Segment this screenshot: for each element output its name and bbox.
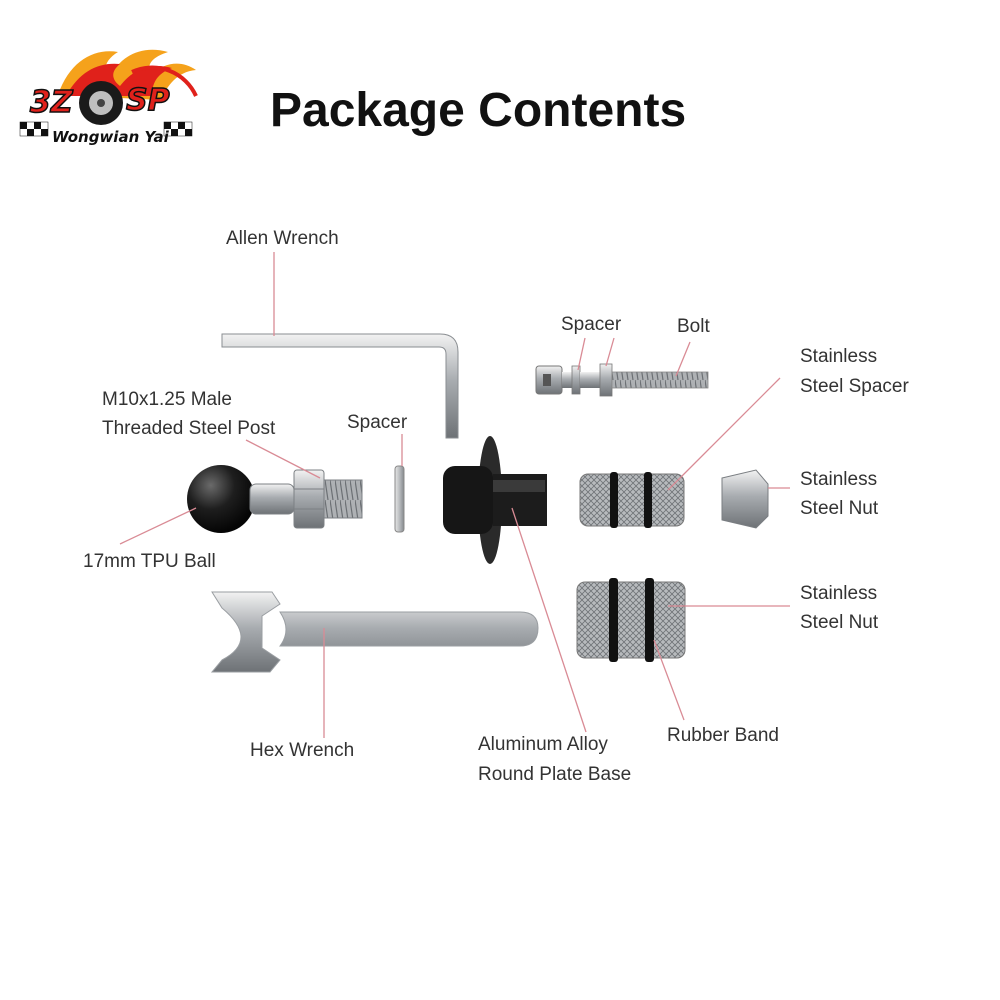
label-stainless-nut1-line1: Stainless: [800, 469, 877, 490]
label-spacer-mid: Spacer: [347, 412, 408, 433]
label-tpu-ball: 17mm TPU Ball: [83, 551, 216, 572]
spacer-washer: [394, 465, 405, 533]
checkered-flag-right-icon: [163, 121, 193, 137]
stainless-steel-nut-small: [721, 469, 769, 529]
label-allen-wrench: Allen Wrench: [226, 228, 339, 249]
label-stainless-spacer-line1: Stainless: [800, 346, 877, 367]
label-base-line1: Aluminum Alloy: [478, 734, 608, 755]
speedo-arc: [131, 65, 198, 97]
label-stainless-spacer-line2: Steel Spacer: [800, 376, 909, 397]
hex-wrench: [210, 591, 539, 673]
tire-icon: [79, 81, 123, 125]
bolt-spacer-washer: [571, 365, 581, 395]
round-plate-base: [443, 436, 547, 564]
label-stainless-nut1-line2: Steel Nut: [800, 498, 879, 519]
bolt-spacer-ring: [599, 363, 613, 397]
tpu-ball: [187, 465, 255, 533]
rubber-band-1: [609, 578, 618, 662]
logo-tagline: Wongwian Yai: [52, 128, 170, 146]
logo-3z: 3Z: [30, 85, 74, 120]
threaded-steel-post: [249, 469, 363, 529]
leader-lines: [119, 252, 790, 738]
checkered-flag-left-icon: [19, 121, 49, 137]
page-title: Package Contents: [270, 84, 686, 137]
allen-wrench: [221, 333, 459, 439]
label-rubber-band: Rubber Band: [667, 725, 779, 746]
stainless-steel-spacer: [579, 472, 685, 528]
bolt: [535, 363, 709, 397]
label-post-line2: Threaded Steel Post: [102, 418, 276, 439]
logo-sp: SP: [126, 83, 170, 118]
label-spacer-top: Spacer: [561, 314, 622, 335]
stainless-steel-nut-large: [576, 578, 686, 662]
label-stainless-nut2-line2: Steel Nut: [800, 612, 879, 633]
label-stainless-nut2-line1: Stainless: [800, 583, 877, 604]
rubber-band-2: [645, 578, 654, 662]
label-hex-wrench: Hex Wrench: [250, 740, 354, 761]
brand-logo: 3Z SP Wongwian Yai: [19, 49, 198, 146]
label-post-line1: M10x1.25 Male: [102, 389, 232, 410]
label-base-line2: Round Plate Base: [478, 764, 631, 785]
label-bolt: Bolt: [677, 316, 710, 337]
